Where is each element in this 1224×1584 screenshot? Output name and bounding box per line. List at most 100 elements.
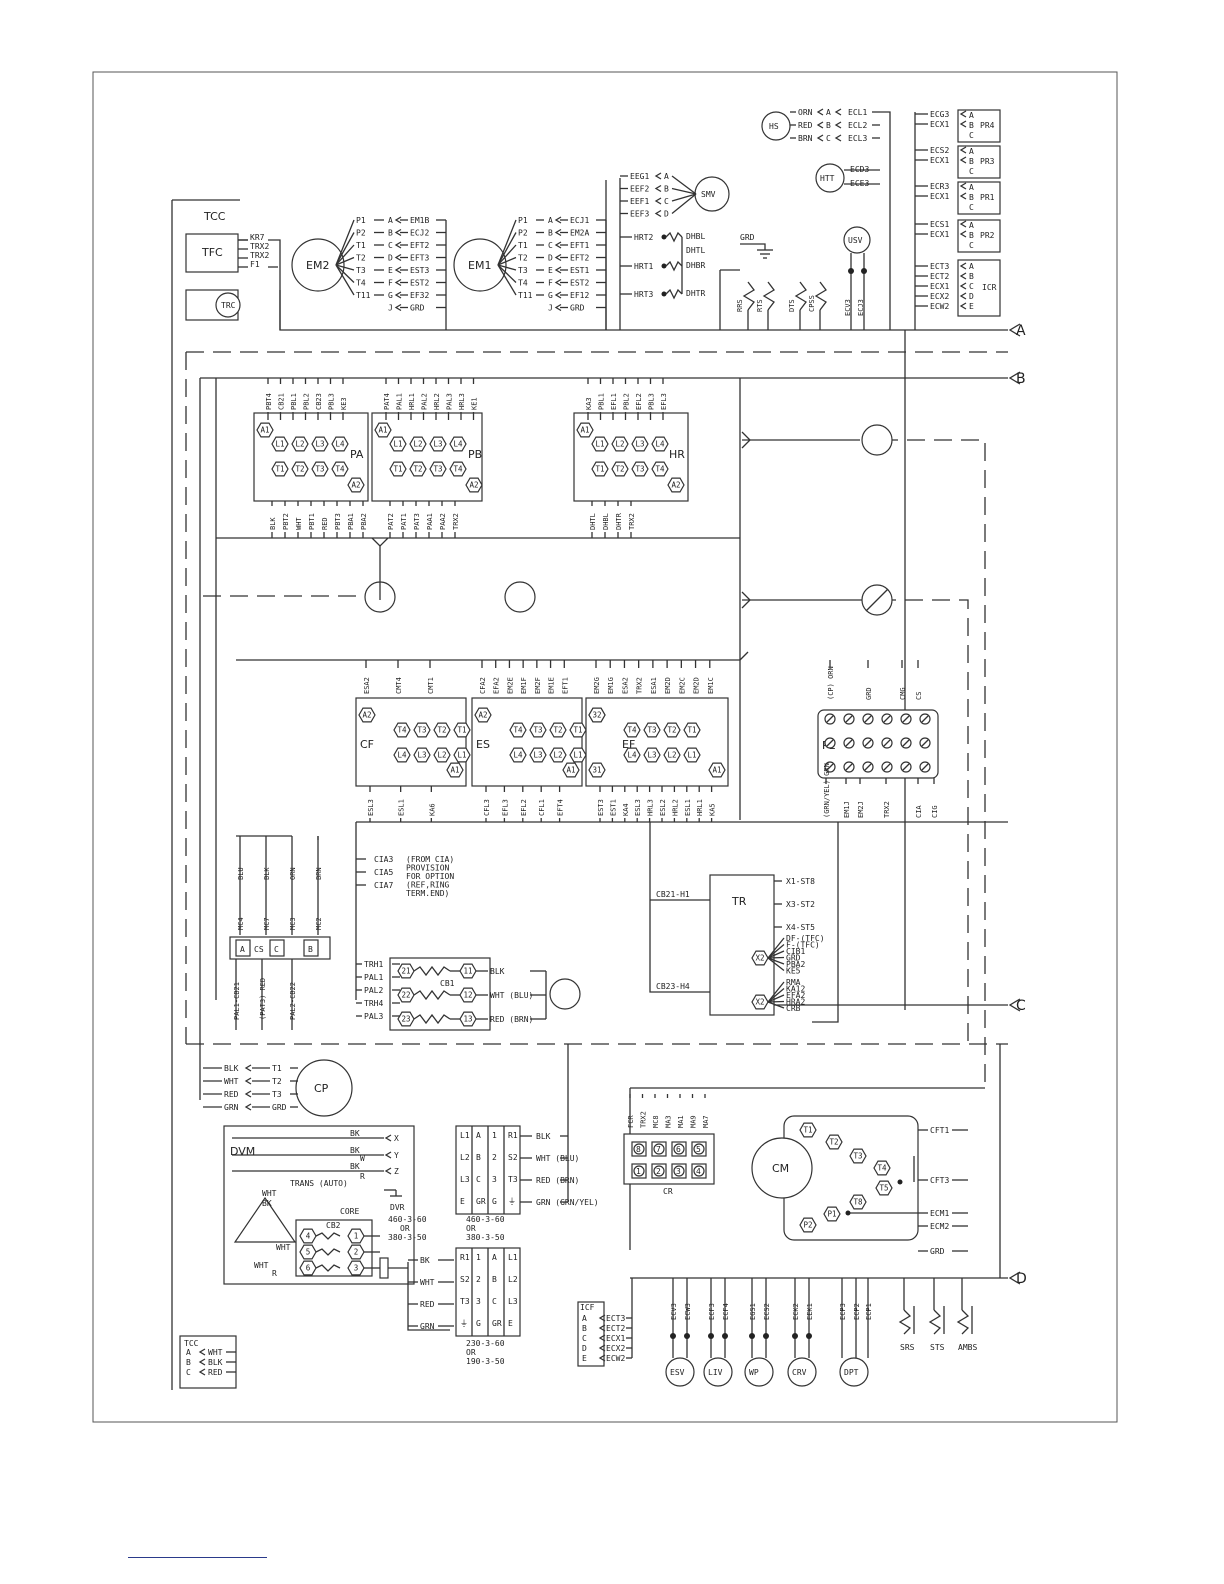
cia-term-2: CIA7 [374,881,393,890]
hr-term-l4-text: L4 [655,440,665,449]
dvm-pin-2: Z [394,1167,399,1176]
em2-wire-0: P1 [356,216,366,225]
htt-label: HTT [820,174,835,183]
hr-term-a2-text: A2 [671,481,680,490]
cb2-term-0 [299,1228,317,1244]
cb1-in-2-text: 23 [401,1015,410,1024]
hs-pin-1: B [826,121,831,130]
ef-top-wire-0: EM2G [593,677,601,694]
hr-bot-wire-2: DHTR [615,512,623,530]
tr-x2-a-4: PBA2 [786,960,805,969]
core-label: CORE [340,1207,359,1216]
tfc-pin-3: TRX2 [250,251,269,260]
cp-right-1: T2 [272,1077,282,1086]
ef-term-l1-text: L1 [687,751,696,760]
bottom-wire-2: ECF3 [708,1303,716,1320]
em2-pin-1: B [388,229,393,238]
bottom-wire-0: ECV3 [670,1303,678,1320]
icf-pin-3: D [582,1344,587,1353]
tb1-r3-c2: G [492,1197,497,1206]
pa-term-t3-text: T3 [315,465,324,474]
htt-wire-2: ECE3 [850,179,869,188]
pe-top-wire-1: GRD [865,687,873,700]
hr-term-a1-text: A1 [580,426,589,435]
pb-top-wire-4: HRL2 [433,393,441,410]
hs-label: HS [769,122,779,131]
pa-bot-wire-4: RED [321,517,329,530]
ef-term-l3 [643,747,661,763]
liv-label: LIV [708,1368,723,1377]
cb1-out-2 [459,1011,477,1027]
ef-bot-wire-9: KA5 [709,803,717,816]
em1-dest-3: EFT2 [570,254,589,263]
smv-wire-2: EEF1 [630,197,649,206]
ef-term-t4 [623,722,641,738]
cs-wire-1: BLK [263,867,271,880]
tcc-pin-1: B [186,1358,191,1367]
hr-term-t4-text: T4 [655,465,665,474]
pr3-wire-0: ECS2 [930,146,949,155]
cb1-left-1: PAL1 [364,973,383,982]
pb-top-wire-1: PAL1 [396,393,404,410]
cf-term-l4-text: L4 [397,751,407,760]
cb1-left-4: PAL3 [364,1012,383,1021]
smv-pin-0: A [664,172,669,181]
ef-top-wire-2: ESA2 [621,677,629,694]
tcc-wire-1: BLK [208,1358,223,1367]
cm-right-3: ECM2 [930,1222,949,1231]
es-term-l4 [509,747,527,763]
em1-dest-2: EFT1 [570,241,589,250]
pr2-wire-0: ECS1 [930,220,949,229]
cb2-term-4 [299,1260,317,1276]
tr-x2-a-text: X2 [755,954,764,963]
liv-device [703,1357,733,1387]
pa-term-l2-text: L2 [295,440,304,449]
pb-top-wire-0: PAT4 [383,393,391,410]
icr-wire-2: ECX1 [930,282,949,291]
ef-top-wire-4: ESA1 [650,677,658,694]
bottom-wire-3: ECF4 [722,1303,730,1320]
hrt-label-2: HRT3 [634,290,653,299]
ef-bot-wire-3: ESL3 [634,799,642,816]
tr-group: TR CB21-H1CB23-H4X1-ST8X3-ST2X4-ST5X2DF-… [649,822,839,1023]
tb2-left-3: GRN [420,1322,435,1331]
cr-wire-4: MA1 [677,1115,685,1128]
ef-term-t3 [643,722,661,738]
tb1-r0-c1: A [476,1131,481,1140]
pb-bot-wire-5: TRX2 [452,513,460,530]
trans-tap-1: BK [262,1199,272,1208]
icf-wire-1: ECT2 [606,1324,625,1333]
icf-pin-1: B [582,1324,587,1333]
pb-term-a1 [374,422,392,438]
ef-term-t2-text: T2 [667,726,676,735]
ef-term-t1 [683,722,701,738]
pb-bot-wire-0: PAT2 [387,513,395,530]
icr-pin-1: B [969,272,974,281]
es-top-wire-0: CFA2 [479,677,487,694]
ef-bot-wire-0: EST3 [597,799,605,816]
bottom-wire-4: EGS1 [749,1303,757,1320]
hr-bot-wire-0: DHTL [589,513,597,530]
smv-label: SMV [701,190,716,199]
schematic-frame [92,71,1118,1423]
tcc-wire-0: WHT [208,1348,223,1357]
pr3-label: PR3 [980,157,995,166]
pr4-pin-1: B [969,121,974,130]
hr-term-t2-text: T2 [615,465,624,474]
cb1-label: CB1 [440,979,455,988]
pb-term-l3 [429,436,447,452]
es-term-a2 [474,707,492,723]
em2-wire-2: T1 [356,241,366,250]
icr-label: ICR [982,283,997,292]
tb1-r2-c1: C [476,1175,481,1184]
dvm-pin-1: Y [394,1151,399,1160]
trans-tap-4: R [272,1269,277,1278]
hr-top-wire-5: PBL3 [648,393,656,410]
cm-label: CM [772,1162,789,1175]
cm-term-1 [825,1134,843,1150]
cm-term-7 [799,1217,817,1233]
pr3-pin-2: C [969,167,974,176]
